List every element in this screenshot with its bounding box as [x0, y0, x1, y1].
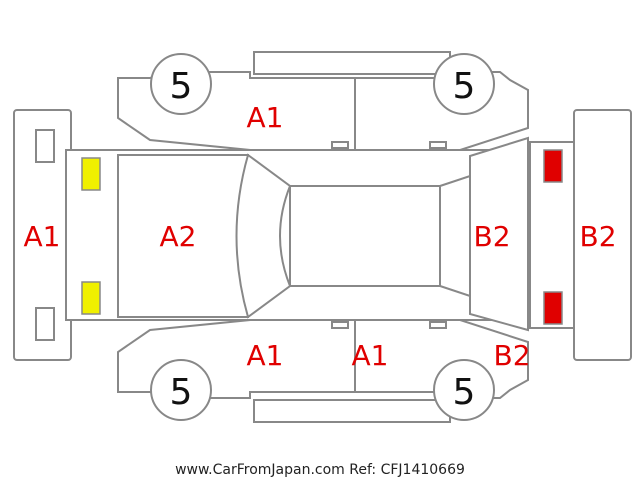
- left-front-door-handle: [331, 141, 349, 149]
- tailgate: [469, 136, 529, 332]
- code-right-rear-door: A1: [352, 339, 389, 372]
- left-rear-door-handle: [429, 141, 447, 149]
- windshield: [235, 153, 292, 319]
- footer-reference: www.CarFromJapan.com Ref: CFJ1410669: [175, 462, 465, 478]
- rear-window: [439, 174, 471, 298]
- wheel-front-left: [150, 53, 212, 115]
- code-right-rear-quarter: B2: [493, 339, 530, 372]
- rear-light-marker-upper: [543, 149, 563, 183]
- front-bumper-light-upper: [35, 129, 55, 163]
- code-left-front-door: A1: [247, 101, 284, 134]
- front-light-marker-lower: [81, 281, 101, 315]
- rear-light-marker-lower: [543, 291, 563, 325]
- code-hood: A2: [160, 220, 197, 253]
- right-side-body: [117, 309, 529, 399]
- tire-grade-front-left: 5: [170, 66, 193, 107]
- roof-rail-top: [253, 51, 451, 75]
- front-bumper-light-lower: [35, 307, 55, 341]
- wheel-rear-left: [433, 53, 495, 115]
- code-rear-window: B2: [473, 220, 510, 253]
- code-front-bumper: A1: [24, 220, 61, 253]
- hood: [117, 154, 249, 318]
- tire-grade-rear-left: 5: [453, 66, 476, 107]
- roof-rail-bottom: [253, 399, 451, 423]
- code-rear-bumper: B2: [579, 220, 616, 253]
- front-light-marker-upper: [81, 157, 101, 191]
- wheel-rear-right: [433, 359, 495, 421]
- wheel-front-right: [150, 359, 212, 421]
- tire-grade-front-right: 5: [170, 372, 193, 413]
- tire-grade-rear-right: 5: [453, 372, 476, 413]
- right-front-door-handle: [331, 321, 349, 329]
- left-side-body: [117, 71, 529, 161]
- right-rear-door-handle: [429, 321, 447, 329]
- code-right-front-door: A1: [247, 339, 284, 372]
- roof: [289, 185, 441, 287]
